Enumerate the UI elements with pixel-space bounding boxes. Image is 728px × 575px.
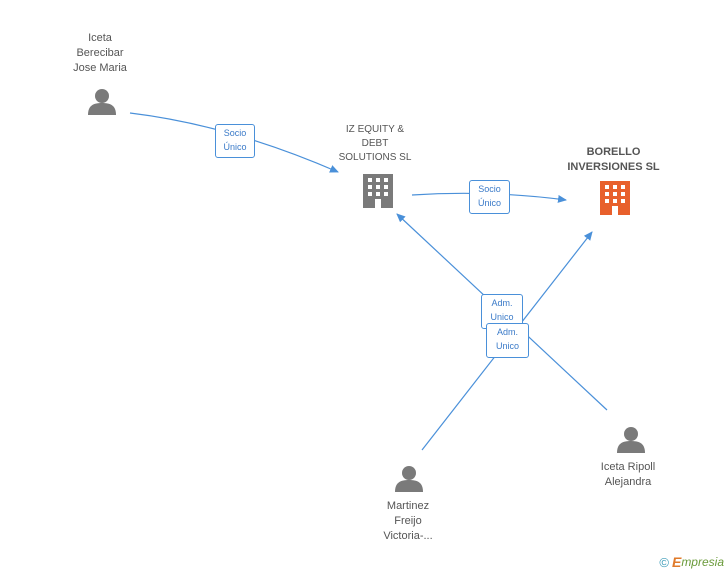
node-label-iz-equity[interactable]: IZ EQUITY & DEBT SOLUTIONS SL — [338, 124, 412, 163]
building-icon-focus[interactable] — [600, 181, 630, 215]
person-icon[interactable] — [617, 427, 645, 453]
edge-label-adm-unico-2[interactable]: Adm. Unico — [486, 323, 529, 358]
person-icon[interactable] — [395, 466, 423, 492]
node-label-iceta-ripoll[interactable]: Iceta Ripoll Alejandra — [600, 461, 656, 488]
brand-name: mpresia — [681, 555, 724, 569]
node-label-borello[interactable]: BORELLO INVERSIONES SL — [567, 146, 660, 173]
edge-label-socio-unico-2[interactable]: Socio Único — [469, 180, 510, 214]
node-label-martinez[interactable]: Martinez Freijo Victoria-... — [383, 500, 433, 542]
copyright-icon: © — [659, 554, 669, 570]
edge-label-socio-unico-1[interactable]: Socio Único — [215, 124, 255, 158]
brand-initial: E — [671, 554, 682, 570]
person-icon[interactable] — [88, 89, 116, 115]
node-label-iceta-berecibar[interactable]: Iceta Berecibar Jose Maria — [73, 32, 127, 74]
building-icon[interactable] — [363, 174, 393, 208]
